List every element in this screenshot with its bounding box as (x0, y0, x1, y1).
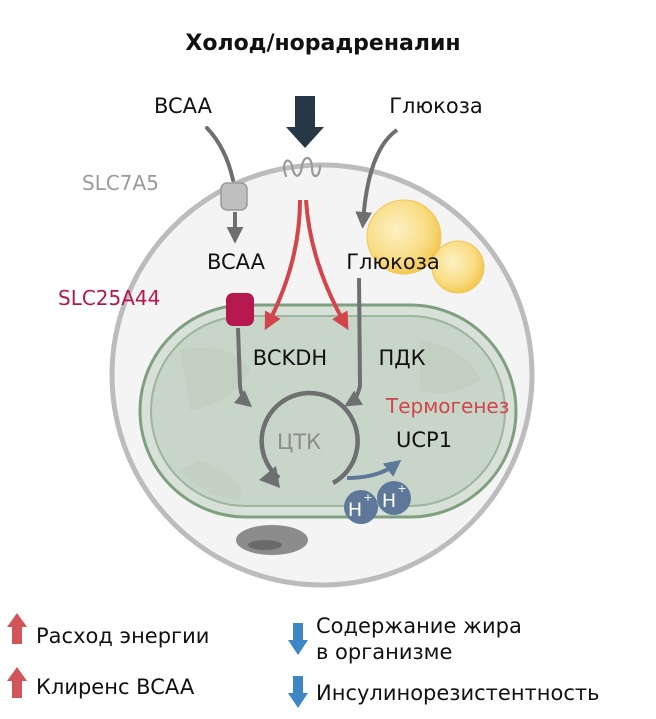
arrow-bcaa-to-tca (233, 327, 253, 408)
arrow-glucose-to-tca (344, 277, 364, 407)
proton-charge-1: + (363, 491, 372, 504)
up-arrow-icon (7, 667, 27, 698)
label-glucose-outside: Глюкоза (389, 94, 482, 118)
arrow-proton-flow (346, 459, 402, 480)
arrow-glucose-in (355, 128, 399, 229)
legend-text-body-fat-1: Содержание жира (316, 614, 522, 638)
proton-charge-2: + (397, 482, 406, 495)
label-slc7a5: SLC7A5 (82, 171, 159, 195)
slc7a5-transporter-icon (220, 182, 248, 211)
label-pdk: ПДК (378, 346, 425, 370)
proton-label-2: H (382, 490, 396, 512)
arrow-signal-to-pdk (304, 199, 349, 331)
legend-text-bcaa-clearance: Клиренс BCAA (36, 675, 195, 699)
diagram-title: Холод/норадреналин (185, 31, 460, 56)
lipid-droplet-large (366, 199, 442, 275)
down-arrow-icon (288, 676, 308, 708)
lipid-droplet-small (431, 240, 485, 294)
slc25a44-transporter-icon (226, 293, 254, 326)
arrow-bcaa-in (205, 126, 235, 182)
label-thermogenesis: Термогенез (385, 394, 509, 418)
tca-cycle-ring (259, 390, 360, 485)
up-arrow-icon (7, 613, 27, 644)
legend-text-body-fat-2: в организме (316, 640, 452, 664)
label-bckdh: BCKDH (253, 346, 327, 370)
signal-arrow-icon (286, 96, 324, 148)
legend-item-bcaa-clearance: Клиренс BCAA (7, 667, 195, 699)
legend-item-body-fat: Содержание жира в организме (288, 614, 522, 664)
nucleus (236, 525, 308, 555)
label-slc25a44: SLC25A44 (58, 286, 160, 310)
legend-text-insulin-resistance: Инсулинорезистентность (316, 681, 600, 705)
label-bcaa-inside: BCAA (207, 250, 266, 274)
legend: Расход энергии Клиренс BCAA Содержание ж… (7, 613, 600, 708)
proton-circle-1 (344, 490, 378, 524)
proton-circle-2 (377, 481, 411, 515)
legend-item-insulin-resistance: Инсулинорезистентность (288, 676, 600, 708)
label-ucp1: UCP1 (396, 428, 452, 452)
proton-label-1: H (348, 499, 362, 521)
tca-cycle-arrowhead-icon (259, 466, 280, 488)
adrenergic-receptor-icon (283, 156, 322, 178)
legend-text-energy: Расход энергии (36, 624, 209, 648)
legend-item-energy-expenditure: Расход энергии (7, 613, 209, 648)
label-glucose-inside: Глюкоза (346, 250, 439, 274)
down-arrow-icon (288, 623, 308, 655)
arrow-signal-to-bckdh (264, 199, 302, 331)
label-tca: ЦТК (277, 430, 321, 454)
label-bcaa-outside: BCAA (154, 94, 213, 118)
